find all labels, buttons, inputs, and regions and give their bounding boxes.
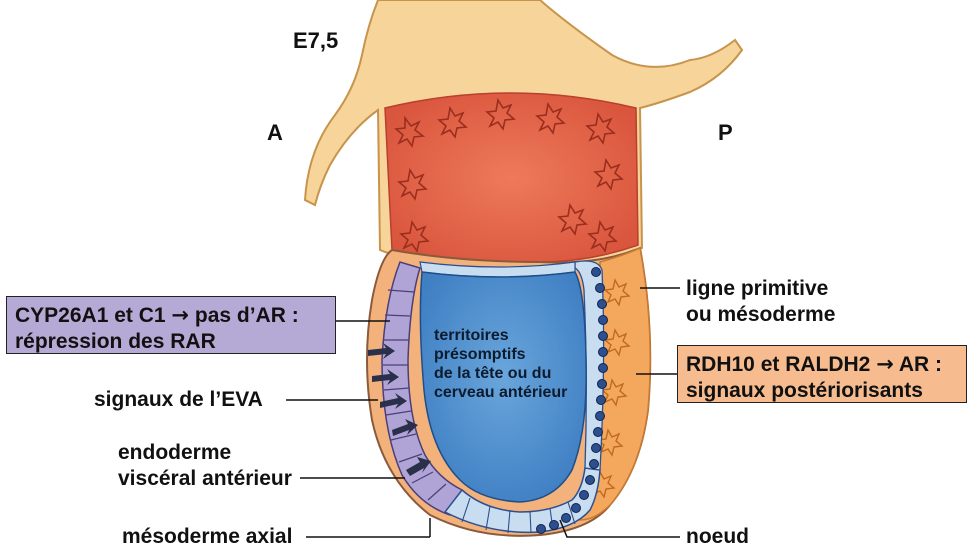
cyp26a1-box: CYP26A1 et C1 → pas d’AR : répression de… [6, 296, 336, 354]
posterior-label: P [718, 120, 733, 146]
ra-text: AR : [899, 353, 942, 376]
rdh10-text: RDH10 et RALDH2 [686, 353, 870, 376]
eva-signals-label: signaux de l’EVA [94, 387, 263, 413]
axial-mesoderm-label: mésoderme axial [122, 524, 292, 550]
node-label: noeud [686, 524, 749, 550]
endoderm-line1: endoderme [118, 440, 292, 466]
cyp26a1-arrow-icon: → [171, 303, 189, 327]
territories-line2: présomptifs [434, 345, 567, 364]
territories-line3: de la tête ou du [434, 364, 567, 383]
primitive-streak-line2: ou mésoderme [686, 302, 835, 328]
territories-line4: cerveau antérieur [434, 383, 567, 402]
territories-line1: territoires [434, 326, 567, 345]
endoderm-label: endoderme viscéral antérieur [118, 440, 292, 492]
posteriorizing-signals-text: signaux postériorisants [686, 378, 958, 404]
rar-repression-text: répression des RAR [15, 329, 327, 355]
endoderm-line2: viscéral antérieur [118, 466, 292, 492]
rdh10-arrow-icon: → [876, 352, 894, 376]
no-ra-text: pas d’AR : [195, 304, 299, 327]
territories-label: territoires présomptifs de la tête ou du… [434, 326, 567, 402]
rdh10-line1: RDH10 et RALDH2 → AR : [686, 351, 958, 378]
rdh10-box: RDH10 et RALDH2 → AR : signaux postérior… [677, 345, 967, 403]
cyp26a1-text: CYP26A1 et C1 [15, 304, 166, 327]
primitive-streak-line1: ligne primitive [686, 276, 835, 302]
cyp26a1-line1: CYP26A1 et C1 → pas d’AR : [15, 302, 327, 329]
stage-label: E7,5 [293, 28, 338, 54]
anterior-label: A [267, 120, 283, 146]
primitive-streak-label: ligne primitive ou mésoderme [686, 276, 835, 328]
